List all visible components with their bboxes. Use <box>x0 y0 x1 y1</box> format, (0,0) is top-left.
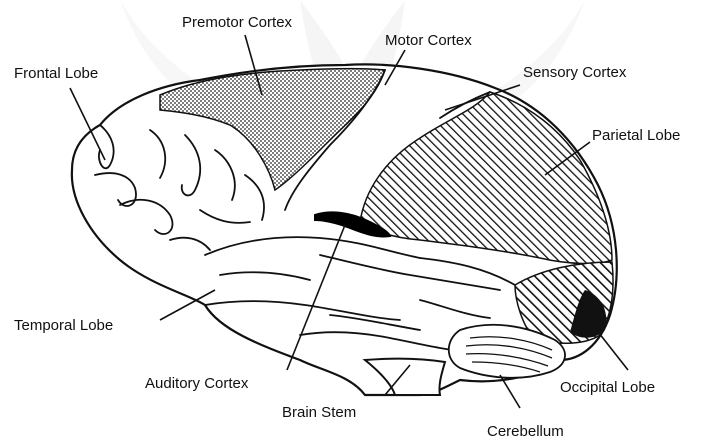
label-frontal-lobe: Frontal Lobe <box>14 65 98 82</box>
label-cerebellum: Cerebellum <box>487 423 564 440</box>
label-motor-cortex: Motor Cortex <box>385 32 472 49</box>
label-parietal-lobe: Parietal Lobe <box>592 127 680 144</box>
label-sensory-cortex: Sensory Cortex <box>523 64 627 81</box>
label-auditory-cortex: Auditory Cortex <box>145 375 249 392</box>
label-temporal-lobe: Temporal Lobe <box>14 317 113 334</box>
label-occipital-lobe: Occipital Lobe <box>560 379 655 396</box>
label-brain-stem: Brain Stem <box>282 404 356 421</box>
label-premotor-cortex: Premotor Cortex <box>182 14 293 31</box>
